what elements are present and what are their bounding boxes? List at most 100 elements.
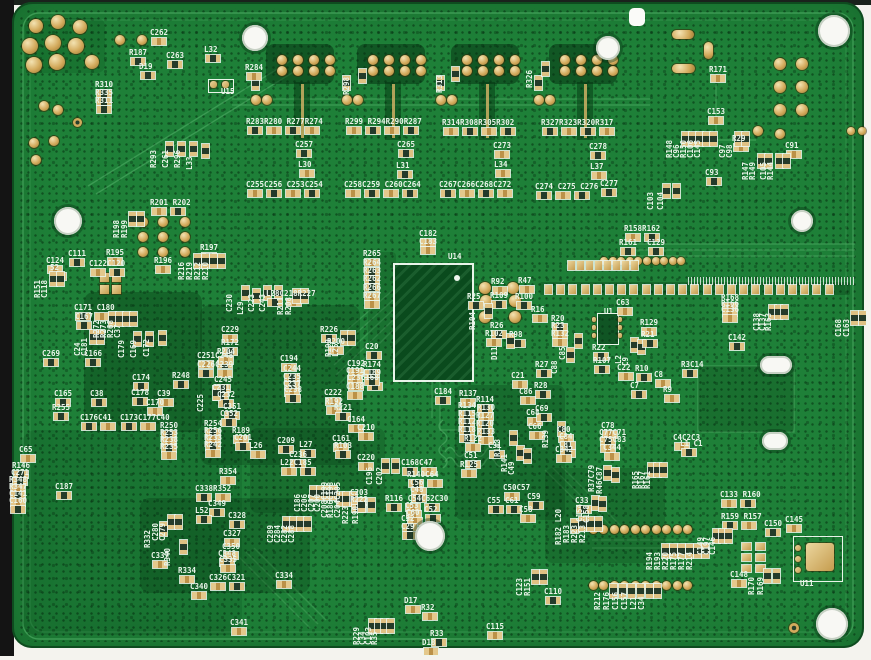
- round-pad: [180, 232, 190, 242]
- smd-pad: [85, 358, 101, 367]
- smd-pad: [497, 189, 513, 198]
- silkscreen-label: U1: [604, 307, 614, 316]
- round-pad: [73, 20, 87, 34]
- silkscreen-label: C52: [424, 505, 438, 514]
- smd-pad: [566, 347, 575, 363]
- header-pad: [653, 284, 663, 295]
- smd-pad: [523, 448, 532, 464]
- silkscreen-label: R104: [468, 311, 477, 330]
- header-pad: [605, 284, 614, 295]
- silkscreen-label: R327R323R320R317: [541, 118, 614, 127]
- round-pad: [39, 101, 49, 111]
- smd-pad: [724, 528, 733, 544]
- header-pad: [567, 260, 576, 271]
- silkscreen-label: C103: [646, 191, 655, 210]
- silkscreen-label: C7: [630, 381, 640, 390]
- smd-pad: [659, 462, 668, 478]
- silkscreen-label: R313: [435, 74, 444, 93]
- smd-pad: [161, 451, 177, 460]
- smd-pad: [229, 582, 245, 591]
- round-pad: [462, 55, 472, 65]
- silkscreen-label: R92: [491, 277, 505, 286]
- smd-pad: [459, 189, 475, 198]
- round-pad: [774, 81, 786, 93]
- silkscreen-label: C176C41: [80, 413, 112, 422]
- round-pad: [353, 95, 363, 105]
- mounting-hole: [816, 608, 848, 640]
- smd-pad: [266, 126, 282, 135]
- smd-pad: [541, 61, 550, 77]
- silkscreen-label: R204: [217, 347, 236, 356]
- smd-pad: [122, 311, 131, 327]
- smd-pad: [491, 300, 507, 309]
- ic-pin-pad: [618, 317, 622, 322]
- silkscreen-label: C150: [764, 519, 783, 528]
- silkscreen-label: C158: [582, 504, 591, 523]
- smd-pad: [858, 310, 867, 326]
- silkscreen-label: U15: [221, 87, 235, 96]
- silkscreen-label: C326C321: [209, 573, 246, 582]
- silkscreen-label: C153: [707, 107, 726, 116]
- round-pad: [325, 66, 335, 76]
- silkscreen-label: C328: [228, 511, 247, 520]
- silkscreen-label: C122C120: [89, 259, 126, 268]
- header-pad: [629, 284, 639, 295]
- round-pad: [588, 580, 598, 590]
- smd-pad: [620, 247, 636, 256]
- silkscreen-label: R9: [663, 385, 673, 394]
- smd-pad: [132, 397, 148, 406]
- smd-pad: [706, 177, 722, 186]
- round-pad: [309, 66, 319, 76]
- round-pad: [796, 81, 808, 93]
- ic-pin-pad: [618, 333, 622, 338]
- smd-pad: [462, 127, 478, 136]
- silkscreen-label: R190: [351, 505, 360, 524]
- round-pad: [29, 138, 39, 148]
- smd-pad: [534, 75, 543, 91]
- smd-pad: [209, 508, 225, 517]
- smd-pad: [731, 579, 747, 588]
- smd-pad: [539, 569, 548, 585]
- silkscreen-label: C61: [505, 496, 519, 505]
- silkscreen-label: R132: [551, 329, 570, 338]
- header-pad: [641, 284, 651, 295]
- smd-pad: [366, 351, 382, 360]
- round-pad: [774, 58, 786, 70]
- round-pad: [478, 66, 488, 76]
- round-pad: [384, 55, 394, 65]
- round-pad: [651, 257, 660, 265]
- smd-pad: [631, 390, 647, 399]
- silkscreen-label: R197: [200, 243, 219, 252]
- smd-pad: [189, 141, 198, 157]
- silkscreen-label: C344: [603, 443, 622, 452]
- smd-pad: [129, 311, 138, 327]
- round-pad: [672, 580, 682, 590]
- smd-pad: [423, 647, 439, 656]
- silkscreen-label: C349: [208, 499, 227, 508]
- smd-pad: [722, 314, 738, 323]
- smd-pad: [158, 330, 167, 346]
- ic-pin-pad: [618, 325, 622, 330]
- silkscreen-label: C146: [708, 536, 717, 555]
- smd-pad: [487, 631, 503, 640]
- silkscreen-label: R214: [685, 551, 694, 570]
- silkscreen-label: R170: [747, 576, 756, 595]
- smd-pad: [13, 470, 29, 479]
- smd-pad: [303, 516, 312, 532]
- smd-pad: [402, 189, 418, 198]
- smd-pad: [520, 396, 536, 405]
- round-pad: [560, 55, 570, 65]
- ic-footprint-u1: [597, 313, 619, 345]
- silkscreen-label: R125: [460, 460, 479, 469]
- silkscreen-label: R210: [201, 261, 210, 280]
- silkscreen-label: R314R308R305R302: [442, 118, 515, 127]
- silkscreen-label: R163: [764, 312, 773, 331]
- header-pad: [702, 284, 712, 295]
- header-pad: [603, 260, 612, 271]
- dense-silkscreen-text: [688, 277, 856, 285]
- ic-pin-pad: [795, 567, 801, 573]
- silkscreen-label: C156: [611, 591, 620, 610]
- round-pad: [560, 66, 570, 76]
- silkscreen-label: C170: [146, 398, 165, 407]
- header-pad: [751, 284, 761, 295]
